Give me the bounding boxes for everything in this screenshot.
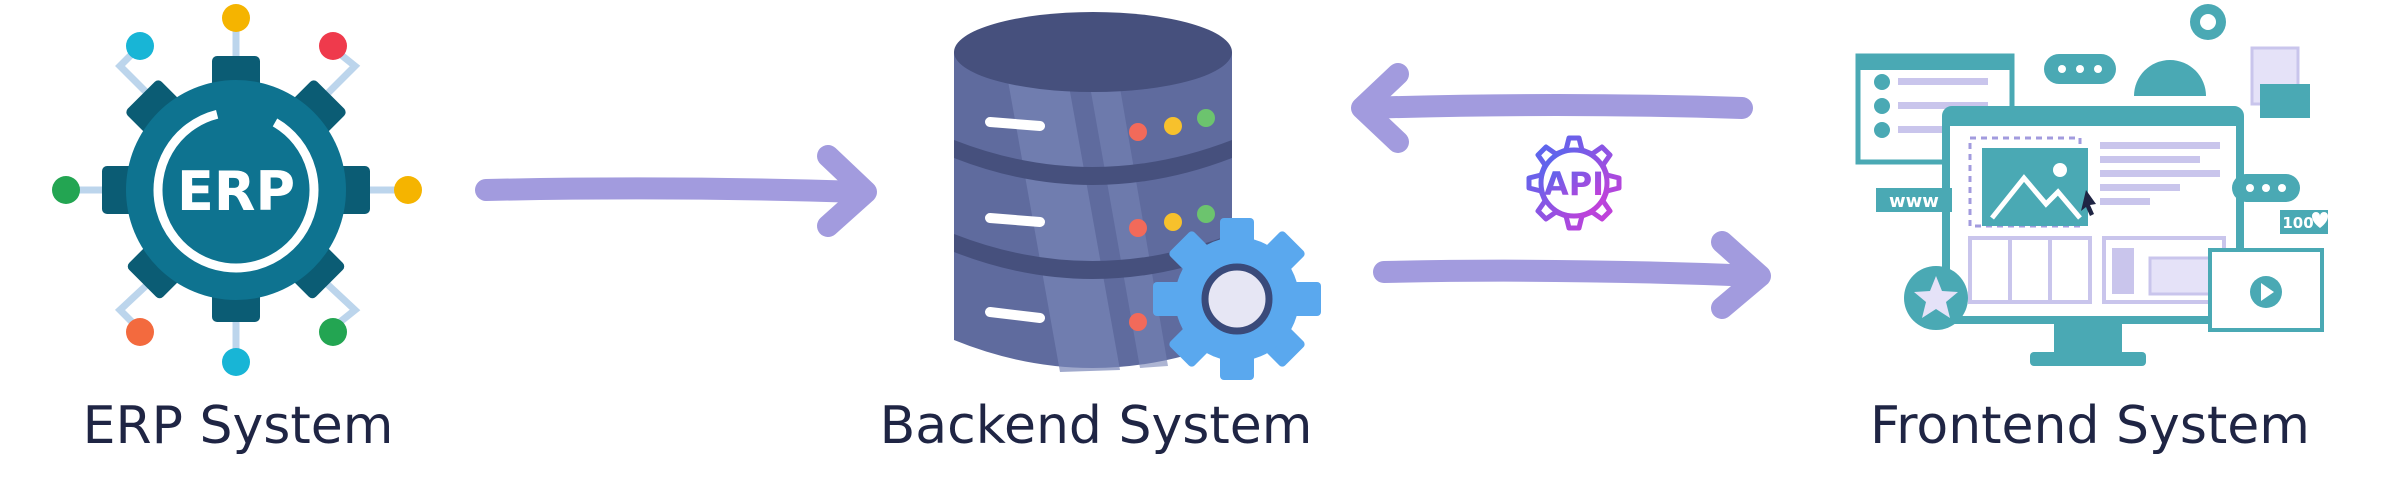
fe-www-badge <box>1876 188 1952 212</box>
db-light-green-2 <box>1197 205 1215 223</box>
arrow-erp-to-backend <box>475 145 877 237</box>
website-monitor-icon: www 100 <box>1855 4 2328 366</box>
erp-dot-left <box>52 176 80 204</box>
erp-inner-ring <box>153 107 319 273</box>
erp-dot-bottom-left <box>126 318 154 346</box>
db-light-yellow-1 <box>1164 117 1182 135</box>
fe-image-icon <box>1982 148 2088 226</box>
db-highlight-2 <box>1080 30 1168 368</box>
erp-system-label: ERP System <box>83 396 394 456</box>
erp-dot-top <box>222 4 250 32</box>
erp-dot-right <box>394 176 422 204</box>
backend-system-label: Backend System <box>880 396 1313 456</box>
arrow-frontend-to-backend <box>1351 63 1753 153</box>
svg-text:www: www <box>1889 191 1939 212</box>
erp-dot-top-left <box>126 32 154 60</box>
erp-dot-bottom <box>222 348 250 376</box>
fe-monitor-stand <box>2054 318 2122 356</box>
frontend-system-label: Frontend System <box>1870 396 2310 456</box>
db-band-2 <box>954 234 1232 279</box>
api-gear-icon: API <box>1526 135 1622 231</box>
db-band-1 <box>954 140 1232 185</box>
erp-gear-icon: ERP <box>52 4 422 376</box>
db-light-red-2 <box>1129 219 1147 237</box>
database-server-icon <box>954 12 1321 380</box>
fe-gear-half-icon <box>2134 60 2206 96</box>
erp-dot-bottom-right <box>319 318 347 346</box>
db-top <box>954 12 1232 92</box>
db-slots <box>985 117 1045 323</box>
db-light-red-1 <box>1129 123 1147 141</box>
svg-text:100: 100 <box>2282 214 2313 232</box>
erp-badge-text: ERP <box>177 160 295 223</box>
arrow-backend-to-frontend <box>1373 231 1771 319</box>
db-light-red-3 <box>1129 313 1147 331</box>
erp-dot-top-right <box>319 32 347 60</box>
db-gear-icon <box>1153 218 1321 380</box>
db-light-yellow-2 <box>1164 213 1182 231</box>
fe-cursor-icon <box>2081 190 2096 216</box>
db-highlight-1 <box>1000 36 1120 372</box>
api-label: API <box>1544 165 1604 203</box>
db-light-green-1 <box>1197 109 1215 127</box>
